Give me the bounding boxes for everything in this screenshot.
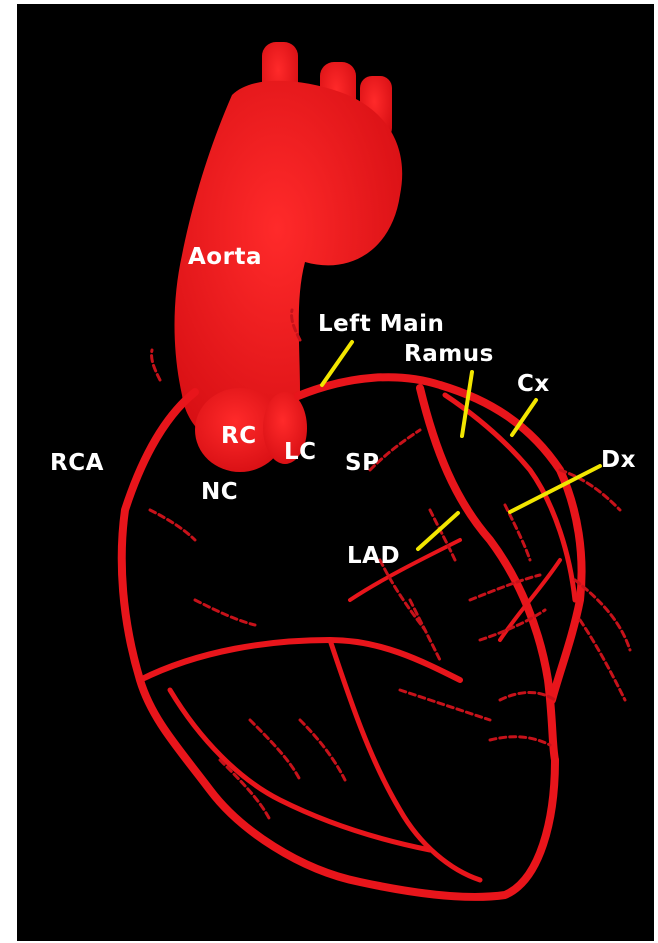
label-rc: RC xyxy=(221,425,257,448)
marginal-branch xyxy=(170,690,430,850)
label-lad: LAD xyxy=(347,545,400,568)
posterior-branch xyxy=(140,640,460,680)
label-dx: Dx xyxy=(601,449,636,472)
ramus-leader xyxy=(462,372,472,436)
label-aorta: Aorta xyxy=(188,246,262,269)
label-left-main: Left Main xyxy=(318,313,444,336)
label-cx: Cx xyxy=(517,373,550,396)
label-sp: SP xyxy=(345,452,379,475)
rca-vessel xyxy=(122,392,555,897)
label-lc: LC xyxy=(284,441,317,464)
label-rca: RCA xyxy=(50,452,104,475)
label-nc: NC xyxy=(201,481,238,504)
label-ramus: Ramus xyxy=(404,343,494,366)
leader-lines xyxy=(322,342,600,549)
dx-leader xyxy=(510,466,600,512)
